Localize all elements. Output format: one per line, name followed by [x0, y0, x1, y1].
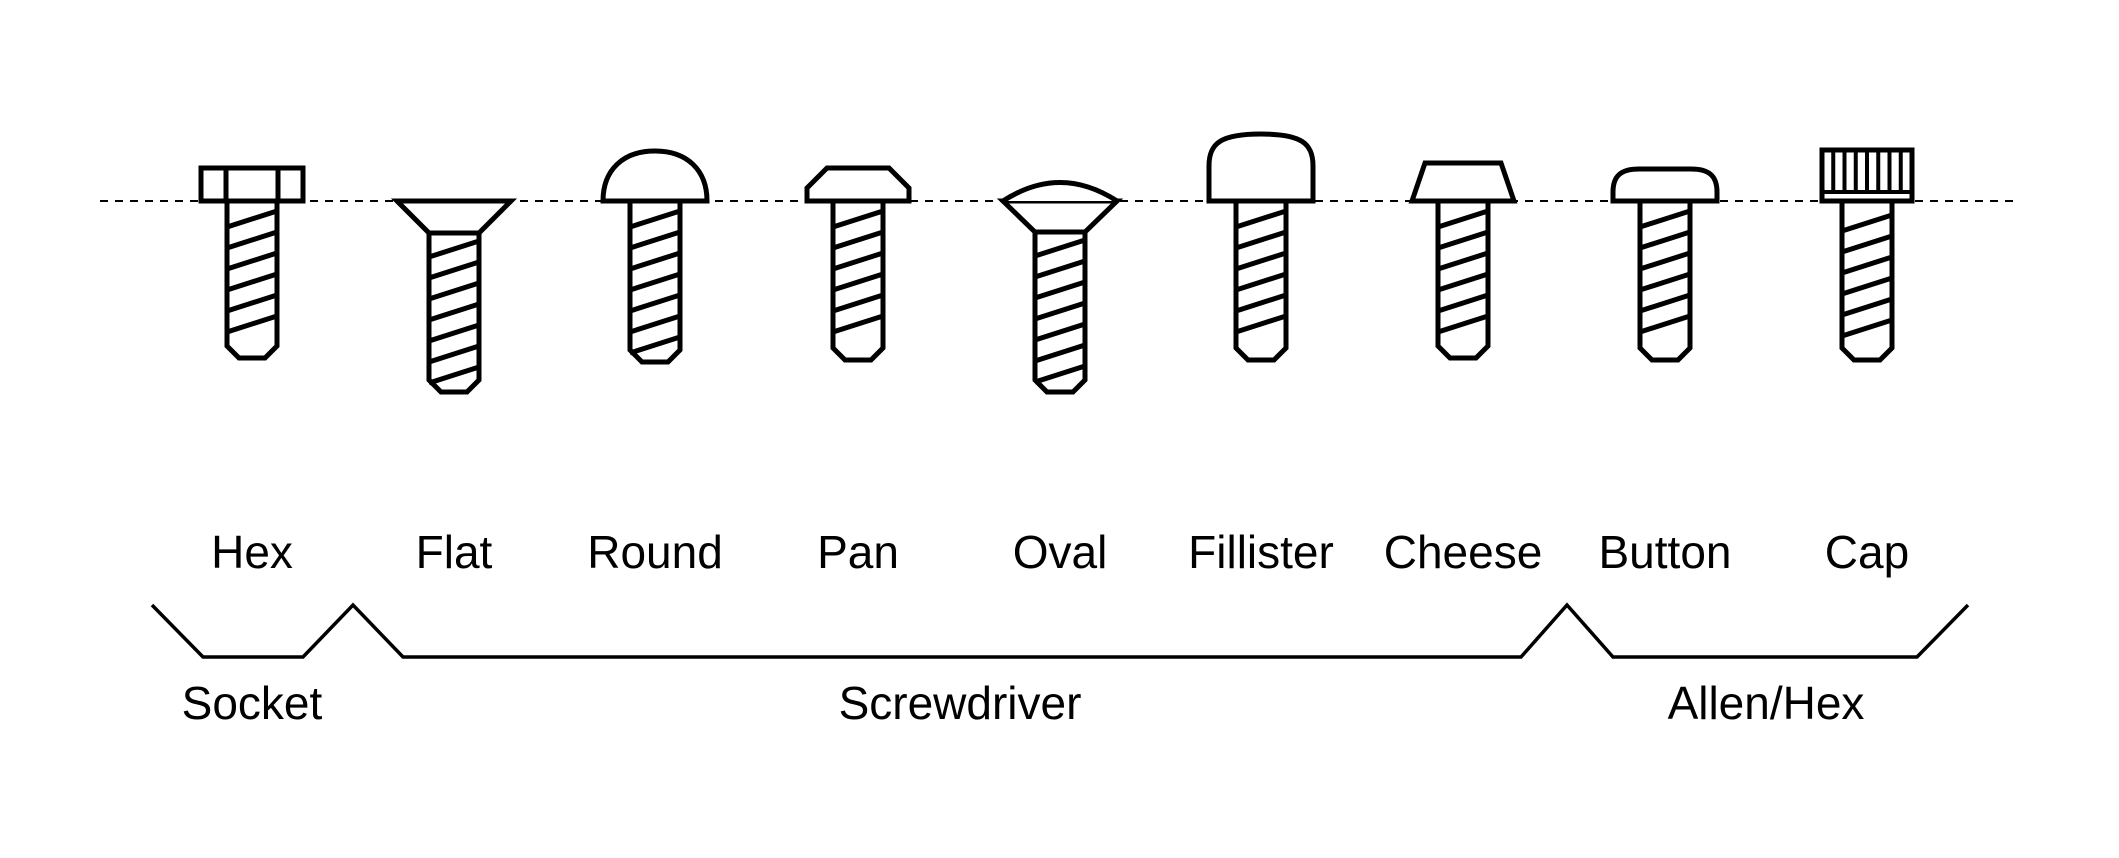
thread-line [428, 301, 480, 323]
thread-line [226, 313, 278, 335]
thread-line [832, 313, 884, 335]
thread-line [1235, 208, 1287, 230]
thread-line [1841, 275, 1893, 297]
screw-cheese: Cheese [1384, 160, 1543, 578]
thread-line [1639, 208, 1691, 230]
thread-line [832, 208, 884, 230]
screw-cap: Cap [1819, 147, 1915, 578]
thread-line [428, 343, 480, 365]
thread-line [1034, 321, 1086, 343]
thread-line [1437, 271, 1489, 293]
thread-line [629, 271, 681, 293]
thread-line [1437, 229, 1489, 251]
pan-head [804, 165, 912, 204]
thread-line [629, 229, 681, 251]
thread-line [428, 364, 480, 386]
thread-line [1034, 363, 1086, 385]
thread-line [1639, 271, 1691, 293]
oval-head-bevel [996, 198, 1124, 235]
thread-line [832, 292, 884, 314]
thread-line [1034, 279, 1086, 301]
thread-line [428, 238, 480, 260]
thread-line [629, 292, 681, 314]
thread-line [1841, 212, 1893, 234]
thread-line [1034, 300, 1086, 322]
thread-line [1235, 271, 1287, 293]
thread-line [832, 229, 884, 251]
flat-head [390, 198, 518, 236]
cap-socket-head [1610, 166, 1720, 204]
thread-line [1437, 250, 1489, 272]
screw-pan: Pan [804, 165, 912, 578]
thread-line [428, 322, 480, 344]
thread-line [629, 313, 681, 335]
thread-line [226, 229, 278, 251]
cheese-head [1408, 160, 1518, 204]
group-label-socket: Socket [182, 677, 323, 729]
screw-label-pan: Pan [817, 526, 899, 578]
thread-line [1841, 233, 1893, 255]
thread-line [1235, 313, 1287, 335]
screw-flat: Flat [390, 198, 518, 578]
round-head [600, 148, 710, 204]
thread-line [1235, 292, 1287, 314]
screw-label-round: Round [587, 526, 723, 578]
thread-line [1639, 229, 1691, 251]
screw-button: Button [1599, 166, 1732, 578]
thread-line [1034, 237, 1086, 259]
screw-round: Round [587, 148, 723, 578]
screw-label-hex: Hex [211, 526, 293, 578]
thread-line [1235, 229, 1287, 251]
thread-line [226, 208, 278, 230]
screw-oval: Oval [996, 180, 1124, 578]
thread-line [1639, 313, 1691, 335]
thread-line [1437, 292, 1489, 314]
group-label-screwdriver: Screwdriver [839, 677, 1082, 729]
thread-line [832, 250, 884, 272]
screw-fillister: Fillister [1188, 131, 1334, 578]
thread-line [1437, 208, 1489, 230]
screw-label-fillister: Fillister [1188, 526, 1334, 578]
fillister-head [1206, 131, 1316, 204]
thread-line [1841, 254, 1893, 276]
screw-label-button: Button [1599, 526, 1732, 578]
thread-line [428, 259, 480, 281]
screw-label-cap: Cap [1825, 526, 1909, 578]
thread-line [1639, 292, 1691, 314]
thread-line [1841, 317, 1893, 339]
screw-label-flat: Flat [416, 526, 493, 578]
oval-head-dome [1001, 180, 1119, 204]
thread-line [629, 250, 681, 272]
hex-head [198, 165, 306, 204]
thread-line [1034, 258, 1086, 280]
drive-group-bracket [150, 602, 1970, 659]
thread-line [226, 250, 278, 272]
screw-hex: Hex [198, 165, 306, 578]
group-label-allen-hex: Allen/Hex [1668, 677, 1865, 729]
screw-label-oval: Oval [1013, 526, 1108, 578]
thread-line [1437, 313, 1489, 335]
screw-label-cheese: Cheese [1384, 526, 1543, 578]
thread-line [226, 271, 278, 293]
thread-line [1235, 250, 1287, 272]
thread-line [1034, 342, 1086, 364]
thread-line [428, 280, 480, 302]
thread-line [1841, 296, 1893, 318]
thread-line [226, 292, 278, 314]
thread-line [629, 208, 681, 230]
thread-line [1639, 250, 1691, 272]
thread-line [629, 334, 681, 356]
thread-line [832, 271, 884, 293]
